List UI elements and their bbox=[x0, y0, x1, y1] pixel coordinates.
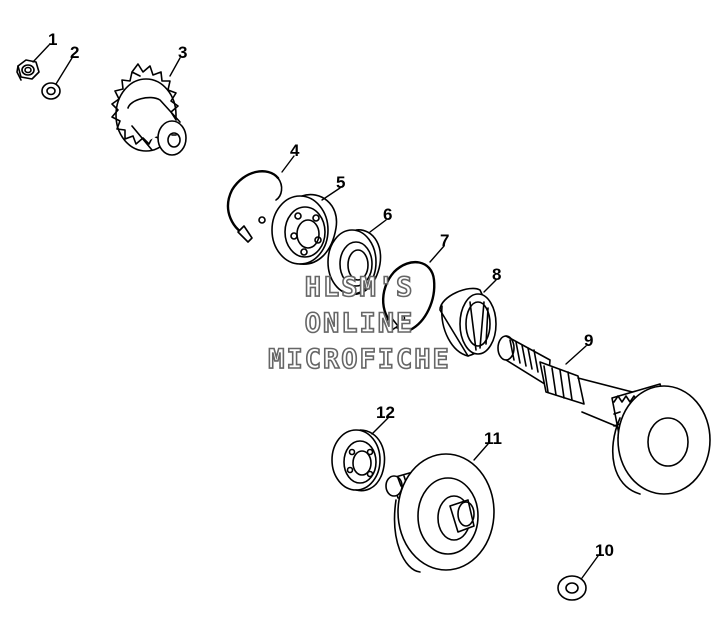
callout-4: 4 bbox=[290, 141, 300, 160]
part-6-oil-seal[interactable] bbox=[328, 230, 381, 295]
watermark-line-1: HLSM'S bbox=[304, 271, 415, 304]
part-8-needle-bearing[interactable] bbox=[440, 288, 496, 356]
callout-2: 2 bbox=[70, 43, 79, 62]
watermark-line-2: ONLINE bbox=[304, 307, 415, 340]
part-2-washer[interactable] bbox=[42, 83, 60, 99]
watermark-line-3: MICROFICHE bbox=[267, 343, 451, 376]
part-5-bearing[interactable] bbox=[272, 195, 337, 265]
callout-11: 11 bbox=[484, 429, 502, 448]
callout-1: 1 bbox=[48, 30, 57, 49]
callout-6: 6 bbox=[383, 205, 392, 224]
callout-10: 10 bbox=[595, 541, 614, 560]
callout-5: 5 bbox=[336, 173, 345, 192]
callout-8: 8 bbox=[492, 265, 501, 284]
part-4-snap-ring[interactable] bbox=[228, 171, 282, 242]
leader-lines bbox=[32, 44, 599, 579]
part-1-nut[interactable] bbox=[17, 60, 39, 80]
part-9-drive-shaft[interactable] bbox=[498, 336, 710, 494]
part-10-washer[interactable] bbox=[558, 576, 586, 600]
callout-7: 7 bbox=[440, 231, 449, 250]
part-12-bearing[interactable] bbox=[332, 430, 385, 491]
part-11-gear[interactable] bbox=[386, 454, 494, 572]
callout-12: 12 bbox=[376, 403, 395, 422]
part-7-snap-ring[interactable] bbox=[383, 262, 434, 330]
callout-3: 3 bbox=[178, 43, 187, 62]
callout-9: 9 bbox=[584, 331, 593, 350]
callout-labels: 1 2 3 4 5 6 7 8 9 10 11 12 bbox=[48, 30, 614, 560]
part-3-sprocket[interactable] bbox=[112, 64, 186, 155]
